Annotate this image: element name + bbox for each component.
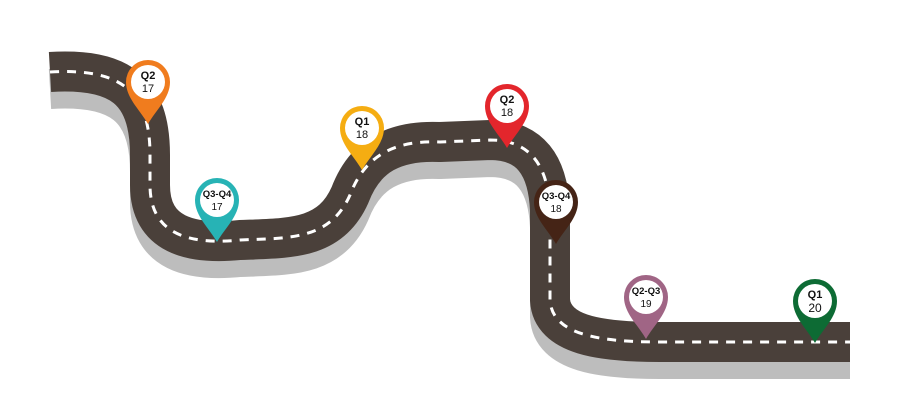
pin-quarter: Q1 [808,289,823,301]
milestone-pin: Q2-Q3 19 [624,275,668,339]
pin-year: 17 [142,83,154,95]
pin-year: 18 [550,204,562,215]
milestone-pin: Q2 17 [126,60,170,124]
milestone-pin: Q3-Q4 17 [195,178,239,242]
pin-year: 17 [211,202,223,213]
pin-year: 18 [501,107,513,119]
milestone-pin: Q1 20 [793,279,837,343]
pin-quarter: Q3-Q4 [203,189,232,200]
road-center-dashes [49,70,850,344]
pin-inner-circle [798,284,832,318]
pin-inner-circle [345,111,379,145]
pin-quarter: Q3-Q4 [542,191,571,202]
milestone-pin: Q2 18 [485,84,529,148]
pin-inner-circle [629,280,663,314]
pin-quarter: Q2 [500,94,515,106]
pin-inner-circle [539,185,573,219]
pin-quarter: Q2 [141,70,156,82]
milestone-pin: Q1 18 [340,106,384,170]
pin-year: 18 [356,129,368,141]
pin-quarter: Q1 [355,116,370,128]
milestone-pin: Q3-Q4 18 [534,180,578,244]
pin-inner-circle [490,89,524,123]
pin-inner-circle [200,183,234,217]
pin-quarter: Q2-Q3 [632,286,661,297]
pin-inner-circle [131,65,165,99]
road [48,51,850,362]
pin-year: 20 [808,301,822,315]
pin-year: 19 [640,299,652,310]
